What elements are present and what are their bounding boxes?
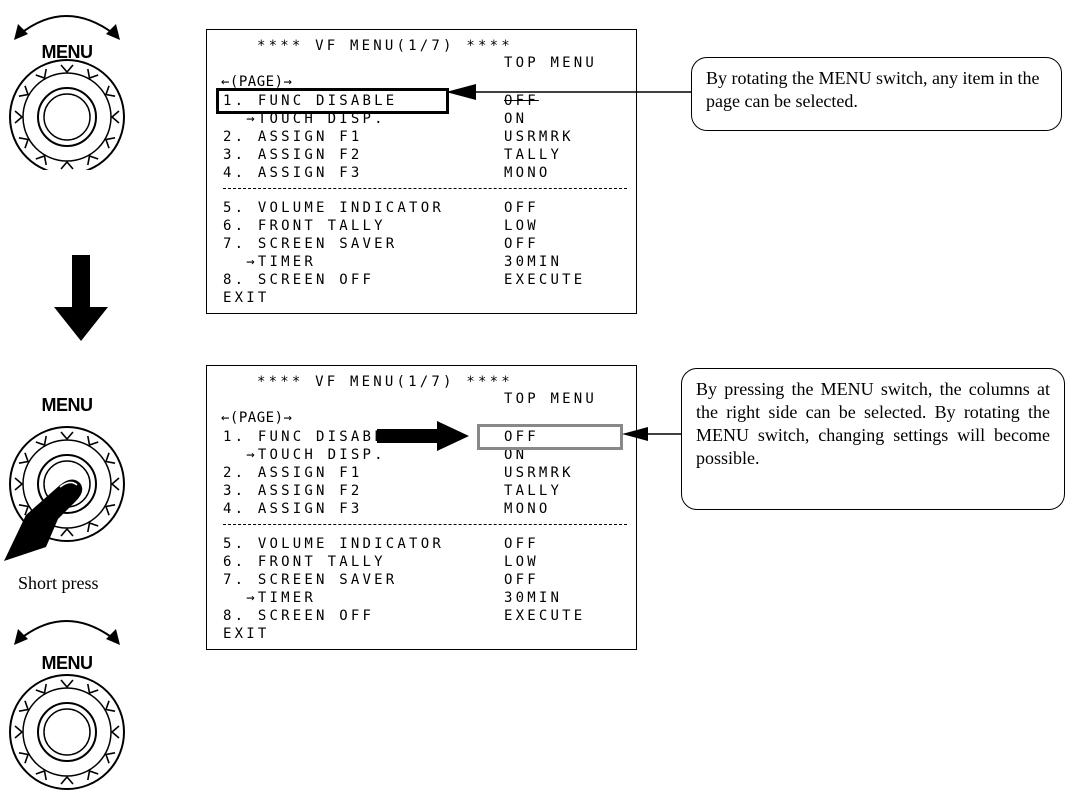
menu-item-value[interactable]: TALLY — [504, 483, 563, 499]
menu-separator — [223, 188, 627, 189]
menu-item-value[interactable]: OFF — [504, 236, 539, 252]
top-menu-label[interactable]: TOP MENU — [504, 55, 598, 71]
menu-item-value[interactable]: OFF — [504, 200, 539, 216]
menu-knob-rotate[interactable]: MENU — [0, 0, 140, 170]
menu-item-label[interactable]: 1. FUNC DISABLE — [223, 93, 398, 109]
menu-item-value[interactable]: OFF — [504, 429, 539, 445]
rotate-arrow-icon — [14, 15, 120, 40]
rotate-arrow-icon — [14, 620, 120, 645]
menu-exit[interactable]: EXIT — [223, 290, 270, 306]
selected-item-highlight — [216, 88, 449, 114]
page-nav[interactable]: ←(PAGE)→ — [221, 410, 293, 426]
knob-label: MENU — [41, 653, 94, 673]
top-menu-label[interactable]: TOP MENU — [504, 391, 598, 407]
menu-item-label[interactable]: 6. FRONT TALLY — [223, 218, 386, 234]
menu-item-value[interactable]: LOW — [504, 554, 539, 570]
page-nav[interactable]: ←(PAGE)→ — [221, 74, 293, 90]
menu-item-label[interactable]: 2. ASSIGN F1 — [223, 465, 363, 481]
menu-item-label[interactable]: →TIMER — [223, 254, 317, 270]
menu-item-label[interactable]: 2. ASSIGN F1 — [223, 129, 363, 145]
menu-item-label[interactable]: 6. FRONT TALLY — [223, 554, 386, 570]
menu-item-label[interactable]: 1. FUNC DISABLE — [223, 429, 398, 445]
menu-item-label[interactable]: →TIMER — [223, 590, 317, 606]
menu-item-label[interactable]: 4. ASSIGN F3 — [223, 165, 363, 181]
knob-label: MENU — [41, 42, 94, 62]
menu-item-label[interactable]: 3. ASSIGN F2 — [223, 147, 363, 163]
hand-icon — [4, 479, 83, 561]
menu-item-value[interactable]: 30MIN — [504, 590, 563, 606]
menu-separator — [223, 524, 627, 525]
rotate-callout: By rotating the MENU switch, any item in… — [691, 57, 1062, 131]
menu-exit[interactable]: EXIT — [223, 626, 270, 642]
vf-menu-screen-2: **** VF MENU(1/7) **** TOP MENU ←(PAGE)→… — [206, 365, 637, 650]
menu-item-value[interactable]: USRMRK — [504, 129, 574, 145]
dial-icon — [9, 59, 125, 170]
dial-icon — [9, 674, 125, 790]
menu-item-value[interactable]: MONO — [504, 165, 551, 181]
menu-item-value[interactable]: OFF — [504, 93, 539, 109]
down-arrow-icon — [54, 255, 108, 341]
menu-item-label[interactable]: 4. ASSIGN F3 — [223, 501, 363, 517]
menu-item-label[interactable]: →TOUCH DISP. — [223, 447, 386, 463]
menu-item-value[interactable]: USRMRK — [504, 465, 574, 481]
right-arrow-icon — [377, 421, 469, 451]
vf-menu-screen-1: **** VF MENU(1/7) **** TOP MENU ←(PAGE)→… — [206, 29, 637, 314]
menu-item-label[interactable]: 7. SCREEN SAVER — [223, 572, 398, 588]
menu-header: **** VF MENU(1/7) **** — [257, 38, 513, 54]
left-arrow-icon — [446, 84, 694, 100]
menu-item-label[interactable]: 8. SCREEN OFF — [223, 272, 375, 288]
menu-item-value[interactable]: EXECUTE — [504, 608, 586, 624]
menu-item-label[interactable]: 3. ASSIGN F2 — [223, 483, 363, 499]
menu-item-value[interactable]: ON — [504, 111, 528, 127]
menu-item-label[interactable]: →TOUCH DISP. — [223, 111, 386, 127]
menu-item-label[interactable]: 5. VOLUME INDICATOR — [223, 536, 444, 552]
menu-item-label[interactable]: 7. SCREEN SAVER — [223, 236, 398, 252]
menu-item-value[interactable]: EXECUTE — [504, 272, 586, 288]
menu-item-value[interactable]: MONO — [504, 501, 551, 517]
menu-item-value[interactable]: OFF — [504, 572, 539, 588]
menu-item-value[interactable]: ON — [504, 447, 528, 463]
menu-knob-rotate-2[interactable]: MENU — [0, 605, 140, 795]
menu-item-value[interactable]: TALLY — [504, 147, 563, 163]
menu-item-value[interactable]: 30MIN — [504, 254, 563, 270]
menu-knob-press[interactable]: MENU — [0, 375, 140, 575]
selected-value-highlight — [477, 424, 623, 450]
menu-header: **** VF MENU(1/7) **** — [257, 374, 513, 390]
short-press-caption: Short press — [18, 573, 99, 593]
menu-item-value[interactable]: LOW — [504, 218, 539, 234]
menu-item-value[interactable]: OFF — [504, 536, 539, 552]
knob-label: MENU — [41, 395, 94, 415]
menu-item-label[interactable]: 8. SCREEN OFF — [223, 608, 375, 624]
press-callout: By pressing the MENU switch, the columns… — [681, 368, 1065, 510]
menu-item-label[interactable]: 5. VOLUME INDICATOR — [223, 200, 444, 216]
